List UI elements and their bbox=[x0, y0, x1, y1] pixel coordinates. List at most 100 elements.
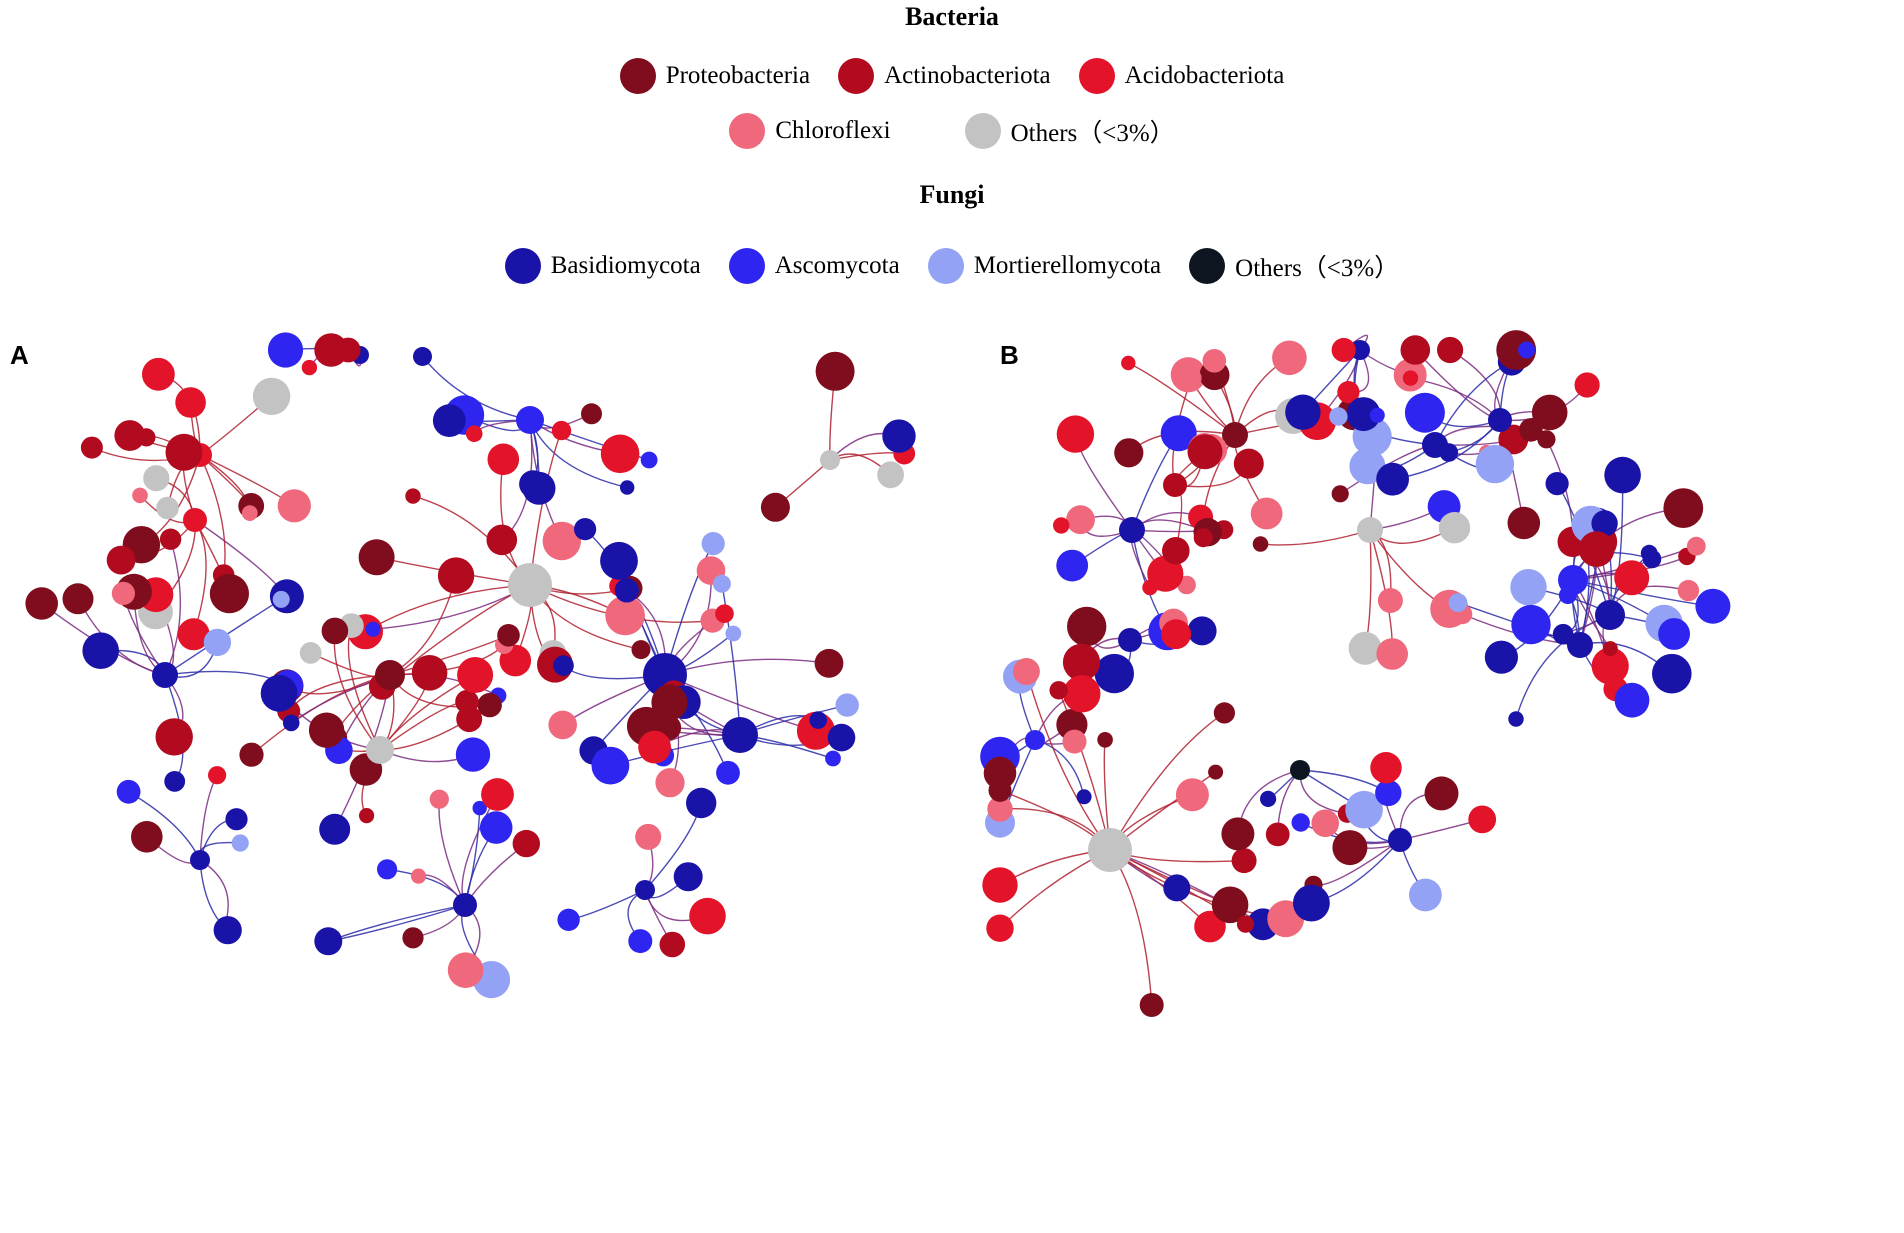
nodes bbox=[25, 332, 916, 999]
legend: Bacteria Proteobacteria Actinobacteriota… bbox=[0, 0, 1904, 300]
network-node bbox=[1663, 488, 1704, 528]
network-node bbox=[1252, 536, 1269, 552]
network-edge bbox=[829, 452, 905, 461]
network-node bbox=[1250, 497, 1283, 530]
legend-item-ascomycota: Ascomycota bbox=[728, 248, 900, 284]
network-edge bbox=[664, 658, 830, 676]
legend-row-bacteria-2: Chloroflexi Others（<3%） bbox=[0, 113, 1904, 149]
actinobacteriota-swatch-icon bbox=[838, 58, 875, 94]
network-node bbox=[239, 742, 264, 767]
network-node bbox=[203, 628, 232, 657]
network-node bbox=[82, 632, 119, 669]
legend-item-fungi-others: Others（<3%） bbox=[1189, 248, 1399, 284]
network-node bbox=[712, 574, 731, 593]
legend-label: Proteobacteria bbox=[665, 62, 811, 89]
network-node bbox=[190, 850, 210, 870]
network-node bbox=[277, 489, 311, 523]
network-node bbox=[159, 528, 182, 550]
network-node bbox=[1376, 462, 1409, 496]
legend-item-acidobacteriota: Acidobacteriota bbox=[1078, 58, 1284, 94]
network-node bbox=[659, 931, 686, 958]
network-edge bbox=[464, 808, 481, 906]
panel-label-b: B bbox=[1000, 340, 1019, 370]
network-node bbox=[815, 351, 855, 391]
network-node bbox=[809, 711, 827, 729]
network-node bbox=[614, 578, 639, 603]
network-node bbox=[1348, 797, 1363, 813]
network-node bbox=[175, 387, 206, 418]
network-node bbox=[1552, 623, 1574, 645]
network-node bbox=[689, 897, 726, 935]
network-node bbox=[1163, 473, 1187, 497]
network-edge bbox=[1260, 529, 1371, 546]
network-edge bbox=[1364, 529, 1372, 649]
legend-item-proteobacteria: Proteobacteria bbox=[619, 58, 811, 94]
network-node bbox=[321, 617, 349, 645]
network-node bbox=[143, 465, 170, 492]
network-node bbox=[411, 655, 448, 691]
network-node bbox=[358, 539, 395, 576]
network-node bbox=[548, 710, 577, 740]
network-node bbox=[1181, 368, 1202, 389]
network-node bbox=[1404, 392, 1445, 433]
network-node bbox=[631, 640, 651, 660]
network-node bbox=[1357, 517, 1383, 543]
network-node bbox=[1695, 588, 1731, 624]
network-node bbox=[402, 927, 424, 949]
network-node bbox=[1346, 397, 1381, 432]
network-node bbox=[1236, 915, 1255, 933]
network-node bbox=[1194, 910, 1226, 943]
legend-item-actinobacteriota: Actinobacteriota bbox=[838, 58, 1051, 94]
network-node bbox=[882, 419, 916, 453]
network-node bbox=[1350, 340, 1370, 360]
network-node bbox=[1293, 884, 1330, 922]
network-node bbox=[432, 404, 466, 437]
network-node bbox=[1484, 640, 1518, 674]
network-node bbox=[1062, 643, 1101, 681]
network-node bbox=[983, 756, 1017, 790]
network-node bbox=[988, 778, 1012, 802]
network-node bbox=[1448, 593, 1468, 613]
network-node bbox=[1437, 336, 1464, 364]
network-node bbox=[1400, 335, 1431, 365]
network-node bbox=[1614, 682, 1650, 718]
network-node bbox=[375, 660, 405, 690]
network-node bbox=[405, 488, 421, 504]
network-edge bbox=[1109, 712, 1225, 851]
network-node bbox=[1508, 711, 1524, 727]
network-node bbox=[635, 823, 662, 850]
network-node bbox=[620, 480, 635, 495]
network-node bbox=[553, 655, 574, 676]
network-node bbox=[715, 604, 734, 623]
network-node bbox=[1233, 448, 1264, 479]
network-node bbox=[1272, 340, 1307, 376]
network-node bbox=[457, 657, 494, 693]
fungi-others-swatch-icon bbox=[1189, 248, 1226, 284]
network-node bbox=[156, 496, 179, 520]
network-node bbox=[487, 443, 520, 476]
network-node bbox=[1567, 632, 1593, 658]
network-edge bbox=[164, 539, 181, 676]
network-node bbox=[365, 621, 381, 637]
network-node bbox=[827, 723, 856, 752]
network-edge bbox=[568, 889, 646, 921]
network-node bbox=[1614, 560, 1650, 596]
network-node bbox=[456, 706, 483, 733]
network-node bbox=[1175, 778, 1209, 812]
network-node bbox=[209, 574, 249, 614]
network-node bbox=[1377, 588, 1403, 613]
network-node bbox=[1475, 444, 1515, 484]
network-node bbox=[814, 648, 844, 678]
network-node bbox=[267, 332, 304, 368]
network-node bbox=[1063, 675, 1101, 713]
network-node bbox=[1329, 407, 1348, 426]
network-node bbox=[314, 333, 348, 367]
network-node bbox=[131, 821, 163, 853]
network-node bbox=[177, 618, 210, 651]
network-node bbox=[1591, 647, 1629, 685]
network-node bbox=[1202, 349, 1227, 373]
network-node bbox=[1097, 732, 1113, 748]
network-node bbox=[80, 436, 103, 459]
acidobacteriota-swatch-icon bbox=[1078, 58, 1115, 94]
network-node bbox=[465, 425, 483, 442]
